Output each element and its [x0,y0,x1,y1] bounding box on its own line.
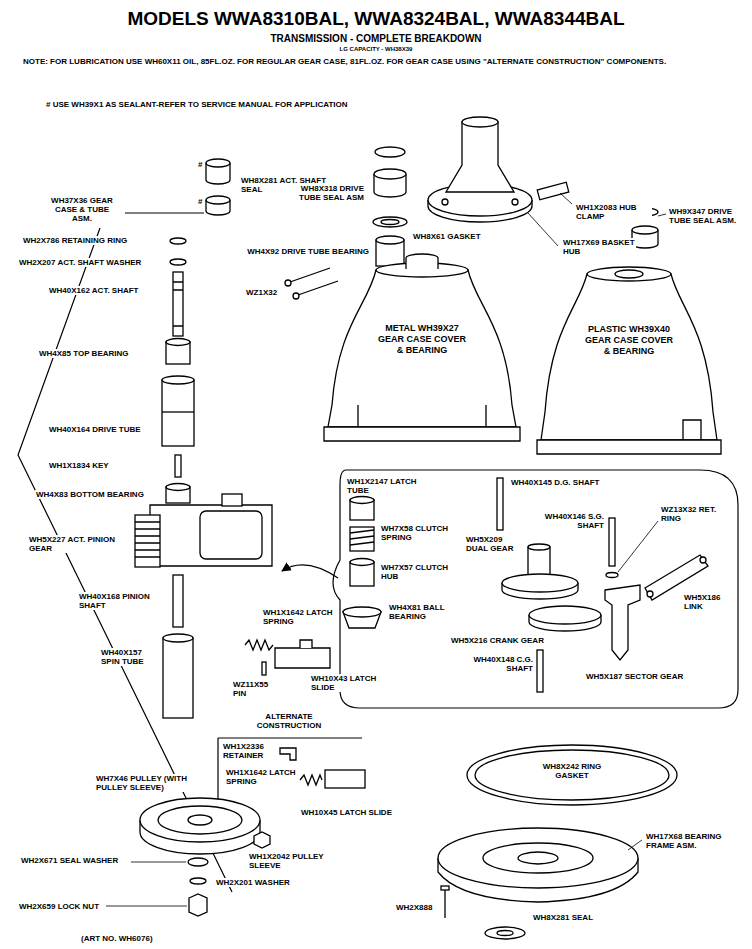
cover-shape [541,274,717,440]
part-label: (ART NO. WH6076) [80,934,154,943]
part-label: WH1X2083 HUB CLAMP [575,203,652,221]
part-label: WH10X45 LATCH SLIDE [300,808,393,817]
part-label: WH8X281 SEAL [532,913,594,922]
part-label: WZ13X32 RET. RING [660,505,724,523]
frame-parts [438,745,677,939]
part-label: WH37X36 GEAR CASE & TUBE ASM. [45,196,119,224]
part-label: WH7X57 CLUTCH HUB [380,563,452,581]
part-label: WH7X58 CLUTCH SPRING [380,524,462,542]
part-label: ALTERNATE CONSTRUCTION [248,712,330,730]
part-label: WZ1X32 [245,288,278,297]
part-label: WH40X168 PINION SHAFT [78,592,160,610]
part-label: WH5X227 ACT. PINION GEAR [28,535,130,553]
part-label: WH8X318 DRIVE TUBE SEAL ASM [285,184,365,202]
part-label: WH5X209 DUAL GEAR [465,535,527,553]
part-label: WH40X145 D.G. SHAFT [510,478,600,487]
detail-arrow [282,565,338,578]
cover-outline [533,262,725,462]
part-label: WH1X2042 PULLEY SLEEVE [248,852,325,870]
part-label: WH5X187 SECTOR GEAR [585,672,684,681]
part-label: # USE WH39X1 AS SEALANT-REFER TO SERVICE… [45,100,349,109]
part-label: WH17X68 BEARING FRAME ASM. [645,832,732,850]
part-label: WH10X43 LATCH SLIDE [310,674,382,692]
part-label: WH4X83 BOTTOM BEARING [35,490,145,499]
diagram-title: MODELS WWA8310BAL, WWA8324BAL, WWA8344BA… [0,8,752,30]
part-label: WH4X81 BALL BEARING [388,603,450,621]
part-label: WH2X786 RETAINING RING [22,236,128,245]
part-label: WH9X347 DRIVE TUBE SEAL ASM. [668,207,748,225]
part-label: WH40X157 SPIN TUBE [100,648,157,666]
part-label: WH2X659 LOCK NUT [18,902,100,911]
part-label: NOTE: FOR LUBRICATION USE WH60X11 OIL, 8… [22,57,729,66]
cover-shape [406,254,438,269]
cover-shape [537,440,721,454]
part-label: WH4X85 TOP BEARING [38,349,130,358]
sealant-mark: # [197,197,203,206]
left-stack [135,159,365,916]
part-label: WH1X1834 KEY [48,461,110,470]
part-label: WH8X242 RING GASKET [531,762,613,780]
cover-shape [683,420,701,440]
detail-enclosure [333,470,738,708]
part-label: WH1X1642 LATCH SPRING [262,608,334,626]
part-label: WH2X888 [395,903,433,912]
part-label: WH40X148 C.G. SHAFT [462,655,534,673]
gear-case-cover: PLASTIC WH39X40 GEAR CASE COVER & BEARIN… [533,262,725,462]
part-label: WH1X2336 RETAINER [222,742,279,760]
part-label: WZ11X55 PIN [232,680,282,698]
part-label: WH8X61 GASKET [412,232,482,241]
part-label: WH2X671 SEAL WASHER [20,856,119,865]
part-label: WH2X207 ACT. SHAFT WASHER [18,258,142,267]
cover-label: PLASTIC WH39X40 GEAR CASE COVER & BEARIN… [585,324,673,356]
cover-shape [358,405,486,427]
part-label: WH40X164 DRIVE TUBE [48,425,142,434]
sealant-mark: # [197,160,203,169]
gear-case-cover: METAL WH39X27 GEAR CASE COVER & BEARING [318,255,526,450]
part-label: WH4X92 DRIVE TUBE BEARING [246,247,370,256]
part-label: WH40X146 S.G. SHAFT [538,512,605,530]
part-label: WH7X46 PULLEY (WITH PULLEY SLEEVE) [95,774,207,792]
part-label: WH17X69 BASKET HUB [562,238,636,256]
part-label: WH1X1642 LATCH SPRING [225,768,297,786]
internal-parts [343,478,708,692]
part-label: WH5X216 CRANK GEAR [450,636,545,645]
part-label: WH40X162 ACT. SHAFT [48,286,140,295]
cover-shape [328,270,516,427]
part-label: WH5X186 LINK [683,593,735,611]
part-label: WH1X2147 LATCH TUBE [346,477,423,495]
cover-shape [615,270,643,278]
part-label: WH2X201 WASHER [215,878,291,887]
part-label: TRANSMISSION - COMPLETE BREAKDOWN [269,33,482,45]
part-label: LG CAPACITY - WH38X39 [339,46,414,53]
cover-label: METAL WH39X27 GEAR CASE COVER & BEARING [374,323,470,355]
cover-shape [324,427,520,441]
cover-shape [587,267,671,281]
